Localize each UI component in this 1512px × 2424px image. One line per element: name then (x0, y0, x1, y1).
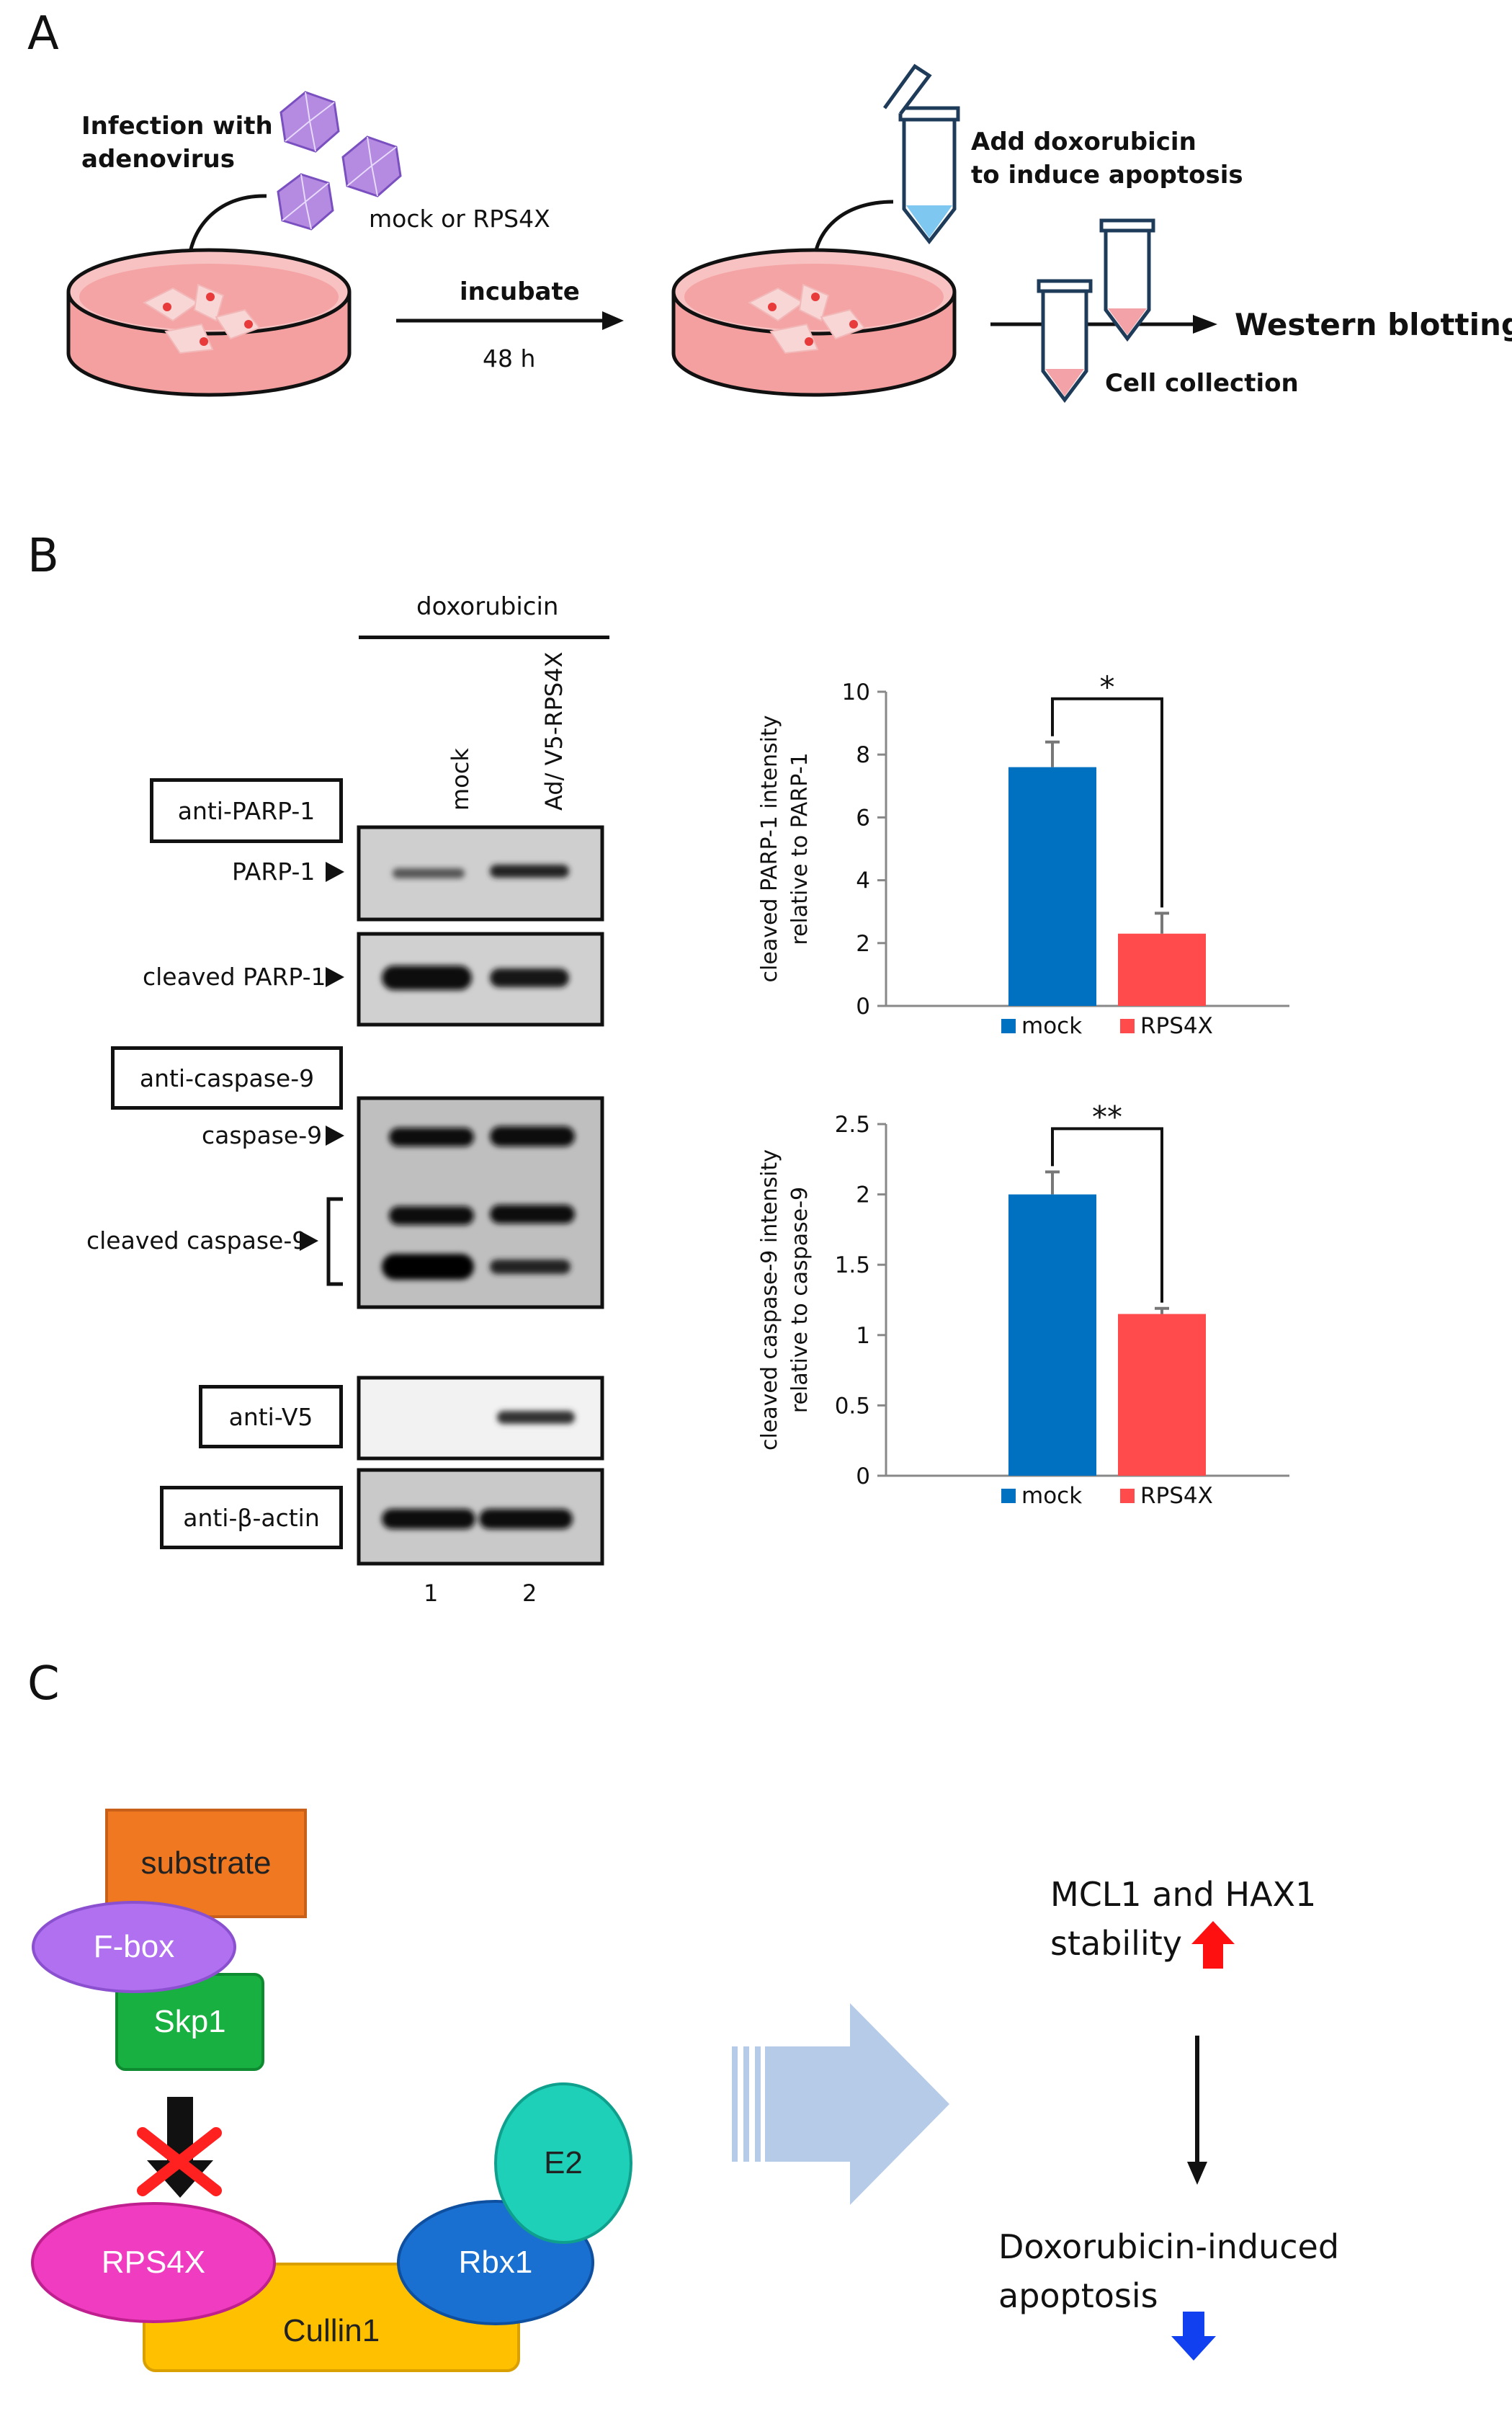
y-tick-label: 0 (856, 994, 870, 1020)
treatment-label: doxorubicin (416, 592, 559, 621)
band-label-cleaved-parp1: cleaved PARP-1 (143, 963, 326, 991)
bar-rps4x (1118, 933, 1206, 1006)
band-pointer-icon (300, 862, 344, 1251)
legend-swatch-rps4x (1120, 1019, 1135, 1033)
y-tick-label: 1.5 (835, 1252, 870, 1278)
y-tick-label: 1 (856, 1323, 870, 1349)
significance-label: ** (1092, 1099, 1122, 1134)
legend-label-rps4x: RPS4X (1140, 1483, 1213, 1509)
y-tick-label: 4 (856, 868, 870, 894)
y-axis-label-line2: relative to caspase-9 (787, 1187, 813, 1413)
y-tick-label: 0 (856, 1463, 870, 1489)
panel-c-letter: C (27, 1657, 60, 1711)
legend-swatch-mock (1001, 1019, 1016, 1033)
y-tick-label: 2 (856, 931, 870, 957)
legend-swatch-rps4x (1120, 1489, 1135, 1503)
decrease-arrow-icon (1171, 2312, 1216, 2361)
panel-a-graphics (66, 63, 1217, 404)
bar-rps4x (1118, 1314, 1206, 1476)
lane-number-1: 1 (424, 1579, 439, 1607)
substrate-shape: substrate (140, 1845, 272, 1881)
culture-dish-2 (671, 248, 957, 397)
antibody-label-actin: anti-β-actin (160, 1486, 343, 1549)
virus-type-label: mock or RPS4X (369, 205, 550, 233)
cell-collection-label: Cell collection (1105, 369, 1299, 398)
bar-mock (1008, 767, 1096, 1006)
y-tick-label: 10 (842, 679, 870, 705)
treatment-line (359, 636, 609, 639)
band-label-caspase9: caspase-9 (202, 1121, 323, 1149)
y-tick-label: 2.5 (835, 1112, 870, 1138)
legend-label-mock: mock (1021, 1483, 1082, 1509)
legend-swatch-mock (1001, 1489, 1016, 1503)
y-tick-label: 8 (856, 742, 870, 768)
rps4x-shape: RPS4X (101, 2245, 206, 2280)
band-label-parp1: PARP-1 (232, 857, 316, 886)
blot-graphics (300, 825, 604, 1566)
inhibition-x-icon (137, 2127, 222, 2196)
antibody-label-v5: anti-V5 (199, 1385, 343, 1448)
y-axis-label-line1: cleaved caspase-9 intensity (757, 1149, 782, 1451)
cullin1-shape: Cullin1 (282, 2313, 380, 2348)
panel-b-letter: B (27, 530, 59, 583)
panel-c-graphics (31, 1809, 1235, 2372)
collection-tube-icon (1037, 218, 1155, 404)
significance-bracket (1051, 1127, 1163, 1303)
big-arrow-icon (732, 2003, 949, 2205)
y-tick-label: 2 (856, 1182, 870, 1208)
y-tick-label: 6 (856, 805, 870, 831)
down-arrow-icon (1187, 2162, 1207, 2185)
significance-label: * (1100, 669, 1115, 705)
western-blotting-label: Western blotting (1235, 307, 1512, 342)
fbox-shape: F-box (93, 1929, 175, 1964)
y-axis-label-line1: cleaved PARP-1 intensity (757, 716, 782, 983)
y-tick-label: 0.5 (835, 1393, 870, 1419)
legend-label-rps4x: RPS4X (1140, 1013, 1213, 1039)
bar-mock (1008, 1194, 1096, 1476)
e2-shape: E2 (544, 2145, 583, 2180)
significance-bracket (1051, 697, 1163, 908)
time-label: 48 h (483, 344, 536, 373)
up-arrow-icon (1191, 1921, 1235, 1969)
band-label-cleaved-caspase9: cleaved caspase-9 (86, 1226, 308, 1255)
culture-dish-1 (66, 248, 352, 397)
skp1-shape: Skp1 (153, 2004, 226, 2039)
incubate-label: incubate (460, 277, 580, 306)
tube-icon (882, 63, 960, 245)
antibody-label-caspase9: anti-caspase-9 (111, 1046, 343, 1110)
antibody-label-parp1: anti-PARP-1 (150, 778, 343, 843)
legend-label-mock: mock (1021, 1013, 1082, 1039)
rbx1-shape: Rbx1 (458, 2245, 533, 2280)
panel-a-letter: A (27, 7, 59, 61)
y-axis-label-line2: relative to PARP-1 (787, 752, 813, 945)
lane-number-2: 2 (522, 1579, 537, 1607)
